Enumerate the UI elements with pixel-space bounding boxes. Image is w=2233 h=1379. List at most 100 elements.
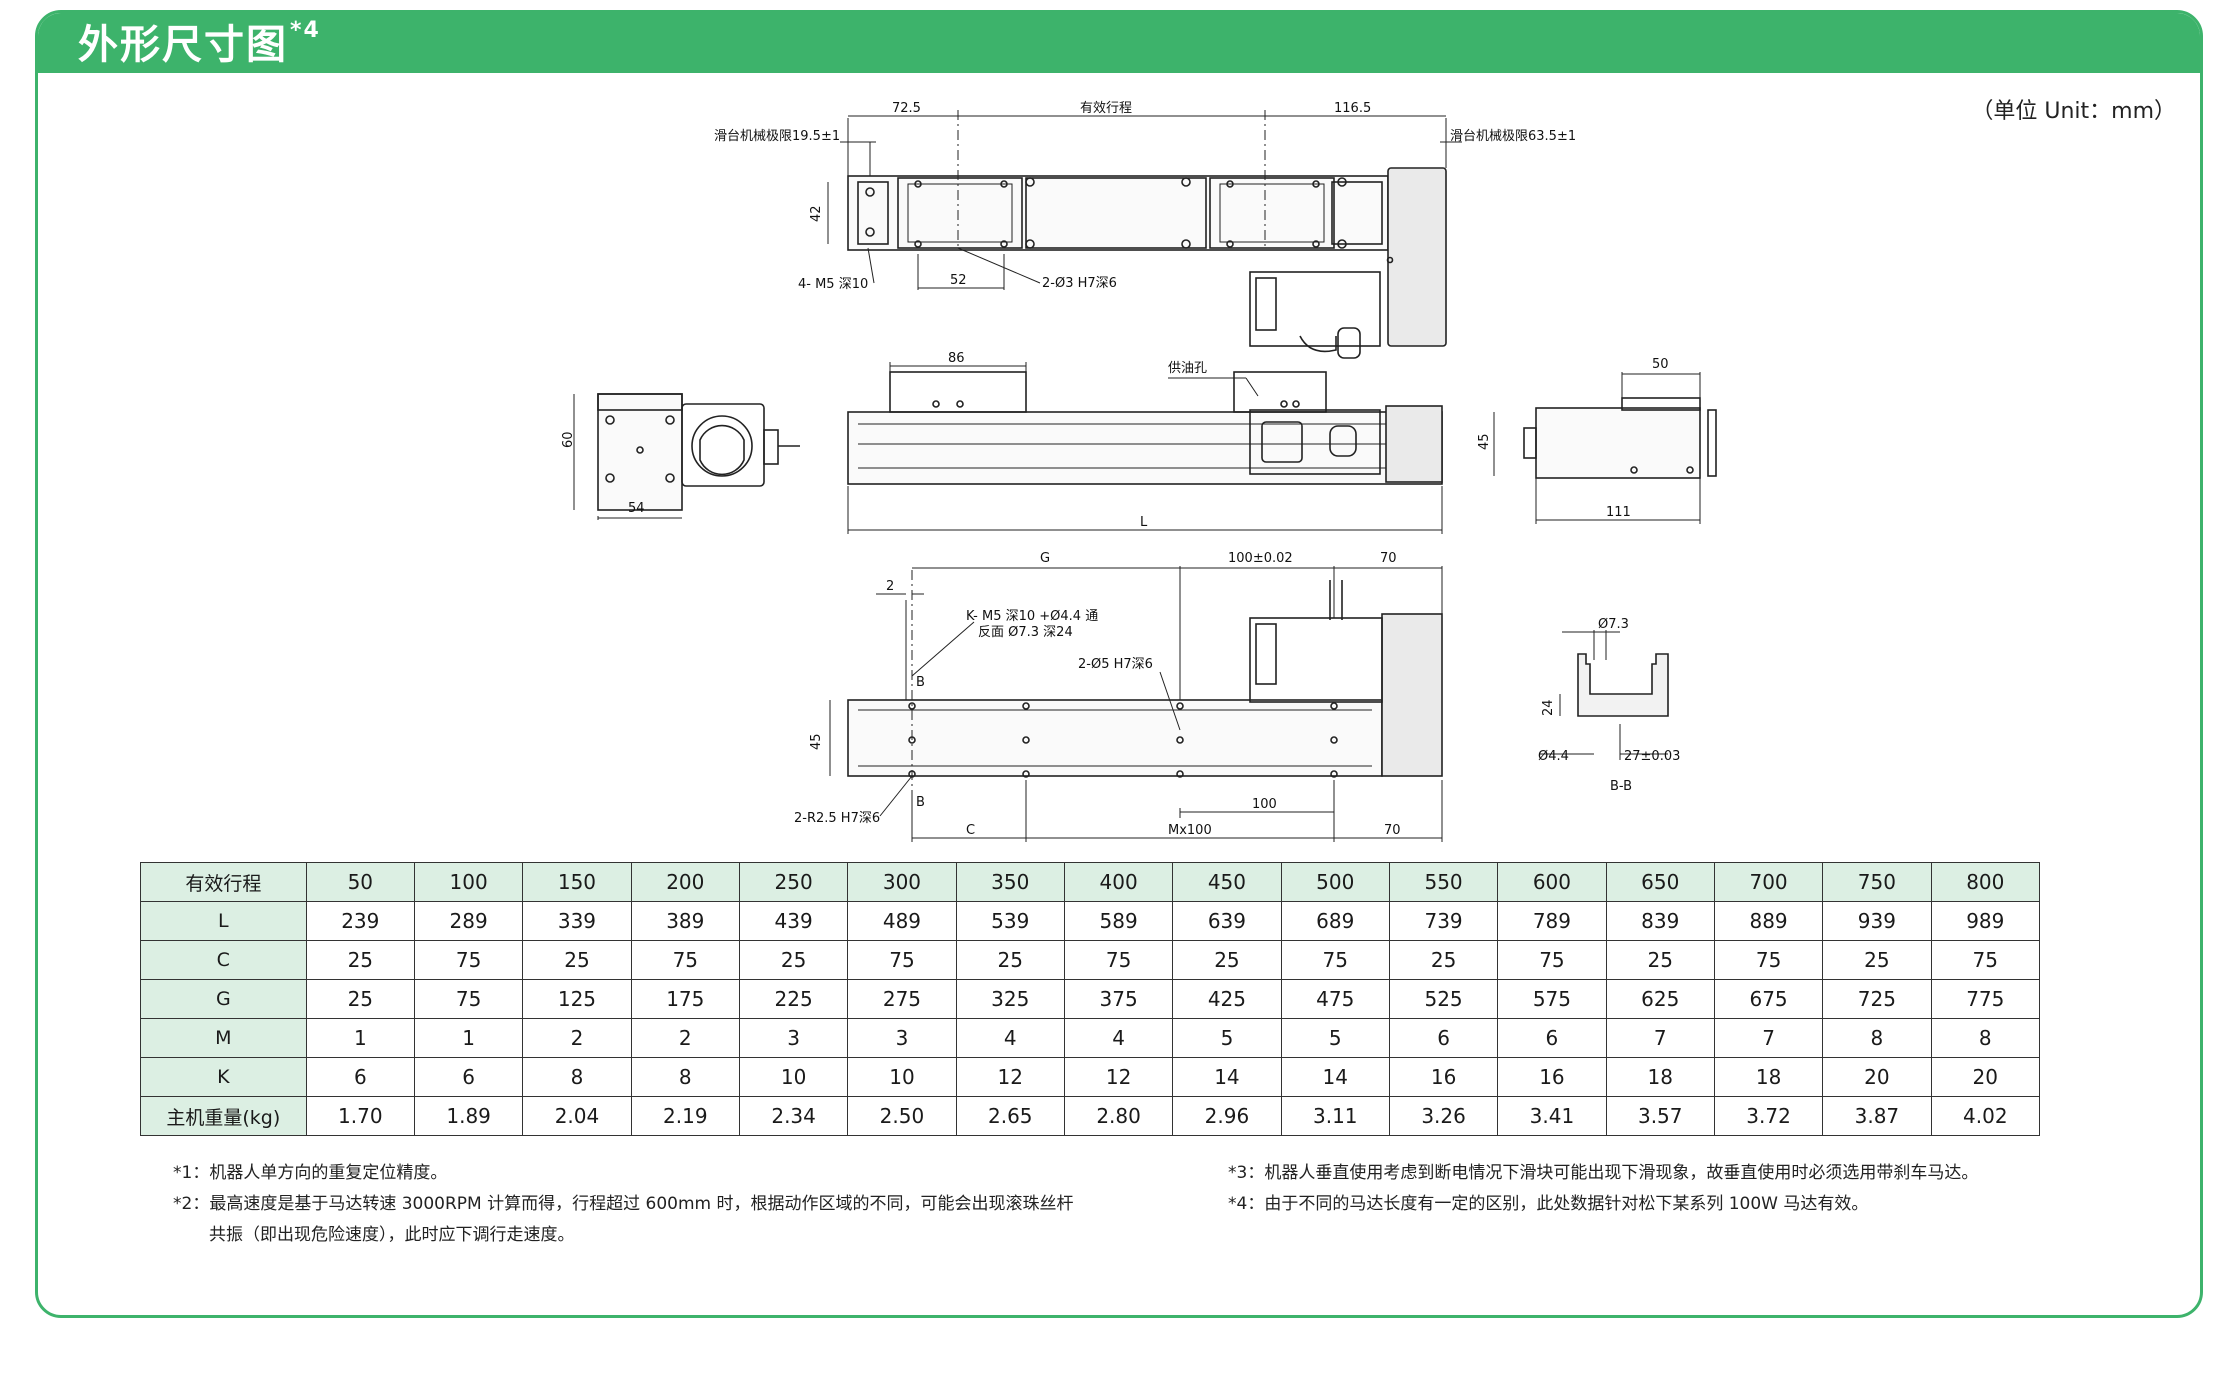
section-view-labels: Ø7.3 24 Ø4.4 27±0.03 B-B bbox=[1538, 617, 1680, 794]
svg-text:Ø4.4: Ø4.4 bbox=[1538, 749, 1569, 764]
table-cell: 425 bbox=[1172, 979, 1282, 1019]
table-cell: 675 bbox=[1713, 979, 1824, 1019]
table-cell: 2 bbox=[522, 1018, 632, 1058]
table-cell: 8 bbox=[1930, 1018, 2041, 1058]
table-cell: 450 bbox=[1172, 862, 1282, 902]
table-cell: 625 bbox=[1605, 979, 1715, 1019]
table-cell: 389 bbox=[630, 901, 740, 941]
svg-text:G: G bbox=[1040, 551, 1050, 566]
end-view-right bbox=[1493, 372, 1717, 524]
table-cell: 1 bbox=[413, 1018, 524, 1058]
table-cell: 689 bbox=[1280, 901, 1390, 941]
row-header: L bbox=[140, 901, 307, 941]
table-cell: 989 bbox=[1930, 901, 2041, 941]
table-cell: 25 bbox=[522, 940, 632, 980]
table-cell: 12 bbox=[955, 1057, 1065, 1097]
table-cell: 16 bbox=[1388, 1057, 1499, 1097]
table-cell: 275 bbox=[847, 979, 957, 1019]
table-cell: 1.70 bbox=[305, 1096, 415, 1136]
notes-right: *3：机器人垂直使用考虑到断电情况下滑块可能出现下滑现象，故垂直使用时必须选用带… bbox=[1228, 1158, 1978, 1220]
table-cell: 12 bbox=[1063, 1057, 1174, 1097]
table-cell: 739 bbox=[1388, 901, 1499, 941]
svg-text:72.5: 72.5 bbox=[892, 101, 921, 116]
table-cell: 8 bbox=[1822, 1018, 1932, 1058]
dimension-drawing: 72.5 有效行程 116.5 滑台机械极限19.5±1 滑台机械极限63.5±… bbox=[561, 101, 1717, 842]
header-bar: 外形尺寸图*4 bbox=[38, 13, 2200, 73]
content-frame: 外形尺寸图*4 （单位 Unit：mm） bbox=[35, 10, 2203, 1318]
svg-text:滑台机械极限19.5±1: 滑台机械极限19.5±1 bbox=[714, 129, 840, 144]
row-header: G bbox=[140, 979, 307, 1019]
table-cell: 2.50 bbox=[847, 1096, 957, 1136]
table-cell: 3.26 bbox=[1388, 1096, 1499, 1136]
table-cell: 2 bbox=[630, 1018, 740, 1058]
top-view bbox=[827, 110, 1462, 359]
table-cell: 7 bbox=[1605, 1018, 1715, 1058]
table-cell: 1.89 bbox=[413, 1096, 524, 1136]
table-cell: 6 bbox=[1388, 1018, 1499, 1058]
table-cell: 2.80 bbox=[1063, 1096, 1174, 1136]
title-footnote-mark: *4 bbox=[290, 18, 321, 43]
svg-text:2: 2 bbox=[886, 579, 894, 594]
svg-text:Mx100: Mx100 bbox=[1168, 823, 1212, 838]
table-cell: 10 bbox=[738, 1057, 849, 1097]
note-2b: 共振（即出现危险速度），此时应下调行走速度。 bbox=[209, 1225, 575, 1245]
table-cell: 350 bbox=[955, 862, 1065, 902]
side-view bbox=[847, 362, 1443, 534]
svg-text:有效行程: 有效行程 bbox=[1080, 101, 1132, 116]
end-view-right-labels: 50 45 111 bbox=[1477, 357, 1669, 520]
note-3: *3：机器人垂直使用考虑到断电情况下滑块可能出现下滑现象，故垂直使用时必须选用带… bbox=[1228, 1163, 1979, 1183]
svg-text:供油孔: 供油孔 bbox=[1168, 361, 1207, 376]
table-cell: 339 bbox=[522, 901, 632, 941]
table-cell: 175 bbox=[630, 979, 740, 1019]
table-cell: 2.65 bbox=[955, 1096, 1065, 1136]
table-cell: 75 bbox=[1063, 940, 1174, 980]
note-1: *1：机器人单方向的重复定位精度。 bbox=[173, 1163, 448, 1183]
table-cell: 2.19 bbox=[630, 1096, 740, 1136]
svg-text:2-Ø3 H7深6: 2-Ø3 H7深6 bbox=[1042, 276, 1117, 291]
table-cell: 4 bbox=[955, 1018, 1065, 1058]
svg-text:24: 24 bbox=[1541, 699, 1556, 716]
table-cell: 750 bbox=[1822, 862, 1932, 902]
table-cell: 3.87 bbox=[1822, 1096, 1932, 1136]
svg-text:50: 50 bbox=[1652, 357, 1669, 372]
table-cell: 3.72 bbox=[1713, 1096, 1824, 1136]
table-cell: 3.57 bbox=[1605, 1096, 1715, 1136]
table-cell: 20 bbox=[1930, 1057, 2041, 1097]
table-cell: 100 bbox=[413, 862, 524, 902]
table-cell: 575 bbox=[1497, 979, 1607, 1019]
svg-text:54: 54 bbox=[628, 501, 645, 516]
table-cell: 25 bbox=[305, 940, 415, 980]
table-cell: 2.34 bbox=[738, 1096, 849, 1136]
side-view-labels: 86 供油孔 L bbox=[948, 351, 1207, 530]
bottom-view bbox=[829, 566, 1443, 842]
table-cell: 6 bbox=[413, 1057, 524, 1097]
table-cell: 7 bbox=[1713, 1018, 1824, 1058]
table-cell: 4.02 bbox=[1930, 1096, 2041, 1136]
table-cell: 75 bbox=[1930, 940, 2041, 980]
table-cell: 75 bbox=[1497, 940, 1607, 980]
table-cell: 25 bbox=[1172, 940, 1282, 980]
table-cell: 16 bbox=[1497, 1057, 1607, 1097]
row-header: 主机重量(kg) bbox=[140, 1096, 307, 1136]
svg-text:C: C bbox=[966, 823, 975, 838]
svg-text:86: 86 bbox=[948, 351, 965, 366]
svg-text:L: L bbox=[1140, 515, 1148, 530]
table-cell: 800 bbox=[1930, 862, 2041, 902]
table-cell: 725 bbox=[1822, 979, 1932, 1019]
top-view-labels: 72.5 有效行程 116.5 滑台机械极限19.5±1 滑台机械极限63.5±… bbox=[714, 101, 1576, 292]
table-cell: 8 bbox=[522, 1057, 632, 1097]
table-cell: 539 bbox=[955, 901, 1065, 941]
row-header: M bbox=[140, 1018, 307, 1058]
unit-label: （单位 Unit：mm） bbox=[1971, 99, 2176, 124]
table-cell: 500 bbox=[1280, 862, 1390, 902]
table-cell: 289 bbox=[413, 901, 524, 941]
svg-text:70: 70 bbox=[1380, 551, 1397, 566]
svg-text:27±0.03: 27±0.03 bbox=[1624, 749, 1680, 764]
table-cell: 18 bbox=[1713, 1057, 1824, 1097]
table-cell: 25 bbox=[738, 940, 849, 980]
table-cell: 5 bbox=[1172, 1018, 1282, 1058]
